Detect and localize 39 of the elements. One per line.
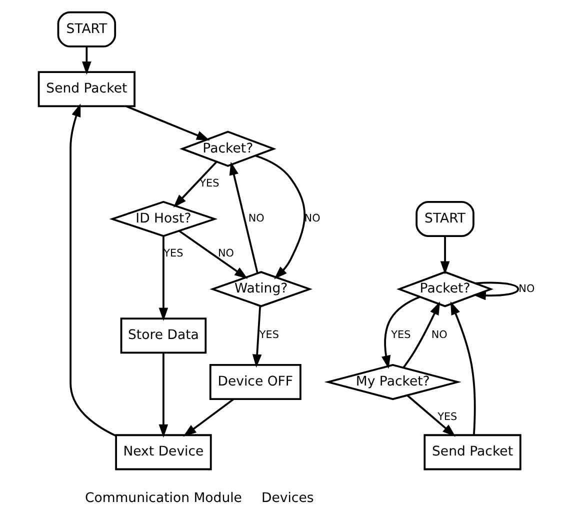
node-box: Store Data bbox=[120, 318, 207, 354]
node-box: Next Device bbox=[115, 434, 212, 470]
arrow bbox=[440, 236, 450, 274]
arrow bbox=[158, 352, 168, 438]
arrow bbox=[472, 282, 520, 300]
node-diamond: ID Host? bbox=[109, 200, 218, 238]
arrow bbox=[252, 306, 262, 368]
node-diamond: Wating? bbox=[210, 271, 312, 308]
node-box: Send Packet bbox=[38, 71, 136, 108]
arrow bbox=[126, 105, 210, 140]
arrow bbox=[70, 103, 116, 437]
edge-label: YES bbox=[200, 178, 220, 190]
edge-label: YES bbox=[438, 410, 458, 423]
arrow bbox=[450, 301, 476, 435]
arrow bbox=[381, 296, 420, 369]
edge-label: NO bbox=[431, 329, 448, 342]
edge-label: NO bbox=[304, 212, 320, 225]
node-box: Device OFF bbox=[209, 364, 302, 400]
node-box: START bbox=[416, 200, 474, 237]
arrow bbox=[158, 236, 168, 322]
label: Communication Module bbox=[84, 491, 242, 506]
edge-label: YES bbox=[391, 329, 411, 342]
node-diamond: Packet? bbox=[396, 271, 494, 308]
arrow bbox=[173, 161, 218, 208]
edge-label: NO bbox=[518, 282, 535, 295]
label: Devices bbox=[262, 491, 314, 506]
node-box: Send Packet bbox=[424, 434, 522, 470]
edge-label: YES bbox=[259, 329, 279, 342]
edge-label: NO bbox=[218, 248, 234, 260]
node-diamond: My Packet? bbox=[324, 364, 462, 400]
arrow bbox=[178, 230, 248, 279]
arrow bbox=[229, 162, 258, 274]
arrow bbox=[183, 398, 234, 437]
arrow bbox=[402, 302, 440, 368]
node-box: START bbox=[57, 11, 116, 48]
arrow bbox=[82, 46, 92, 75]
arrow bbox=[255, 154, 306, 280]
edge-label: NO bbox=[248, 212, 264, 225]
arrow bbox=[406, 394, 456, 437]
